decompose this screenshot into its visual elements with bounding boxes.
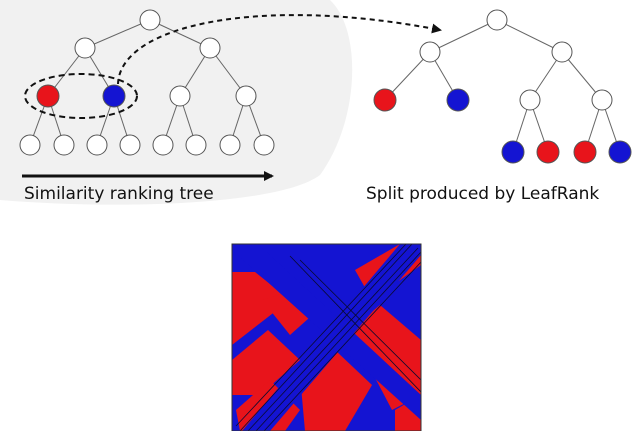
left-root-node: [139, 9, 161, 31]
similarity-ranking-tree: [19, 9, 275, 156]
left-leaf-node: [219, 134, 241, 156]
right-level2-node: [591, 89, 613, 111]
region-positive: [232, 272, 290, 345]
left-level1-node: [74, 37, 96, 59]
left-leaf-node: [253, 134, 275, 156]
highlight-ellipse: [24, 73, 138, 119]
right-leaf-node: [501, 140, 525, 164]
left-level2-node: [169, 85, 191, 107]
region-positive: [232, 330, 300, 395]
mapping-arrow: [117, 14, 442, 85]
left-leaf-node: [53, 134, 75, 156]
right-tree-edges: [384, 19, 621, 153]
left-level2-node: [235, 85, 257, 107]
right-leaf-node: [536, 140, 560, 164]
caption-leafrank-split: Split produced by LeafRank: [366, 184, 600, 204]
left-leaf-node: [86, 134, 108, 156]
right-level2-node: [373, 88, 397, 112]
leafrank-split-tree: [373, 9, 632, 164]
left-leaf-node: [185, 134, 207, 156]
right-leaf-node: [608, 140, 632, 164]
right-root-node: [486, 9, 508, 31]
left-leaf-node: [119, 134, 141, 156]
left-level1-node: [199, 37, 221, 59]
right-level1-node: [551, 41, 573, 63]
caption-similarity-ranking-tree: Similarity ranking tree: [24, 184, 214, 204]
right-level2-node: [519, 89, 541, 111]
left-level2-node: [36, 84, 60, 108]
partition-regions: [232, 244, 421, 431]
left-level2-node: [102, 84, 126, 108]
left-leaf-node: [19, 134, 41, 156]
partition-image: [231, 243, 422, 432]
right-level2-node: [446, 88, 470, 112]
diagonal-band: [232, 244, 421, 420]
left-leaf-node: [152, 134, 174, 156]
right-leaf-node: [573, 140, 597, 164]
right-level1-node: [419, 41, 441, 63]
partition-streaks: [235, 244, 421, 431]
